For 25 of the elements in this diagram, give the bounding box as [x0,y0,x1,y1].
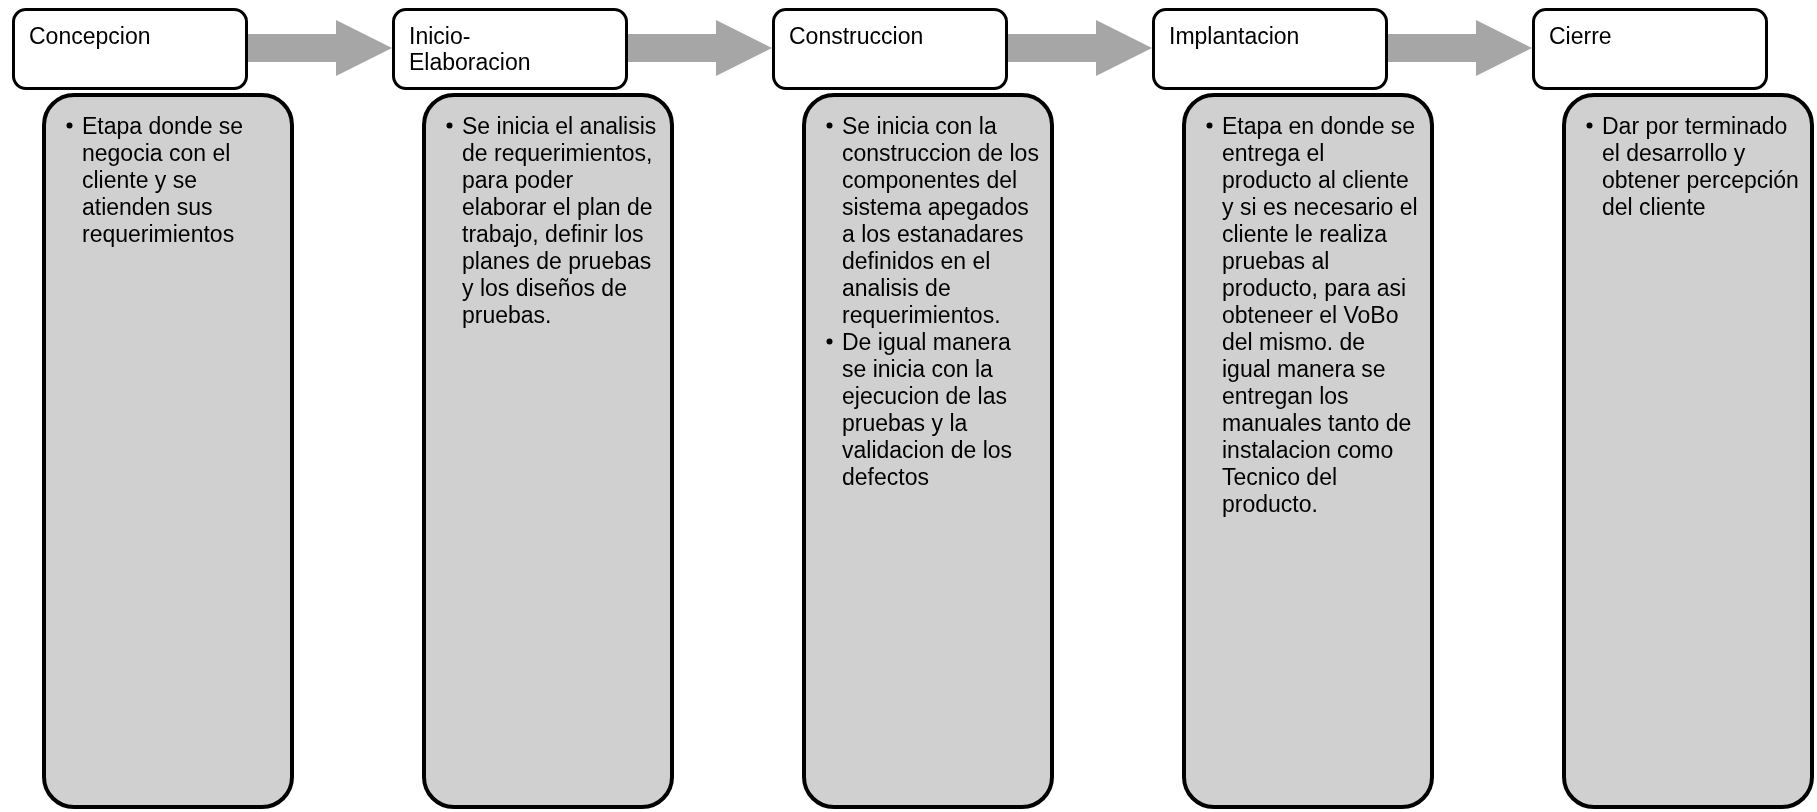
block-arrow [248,20,392,76]
stage-body-box [1562,93,1814,809]
bullet-text: Se inicia el analisis de requerimientos, para poder elaborar el plan de trabajo, definir los planes de pruebas y los diseños de pruebas. [462,113,657,328]
block-arrow [1388,20,1532,76]
block-arrow [1008,20,1152,76]
stage-header-box [12,8,248,90]
stage-title: Implantacion [1169,23,1301,49]
stage-header-box [1532,8,1768,90]
stage-header-box [772,8,1008,90]
block-arrow [628,20,772,76]
stage-title: Construccion [789,23,925,49]
stage-header-box [392,8,628,90]
stage-title: Inicio-Elaboracion [409,23,532,75]
bullet-text: Se inicia con la construccion de los componentes del sistema apegados a los estanadares definidos en el analisis de requerimientos. [842,113,1039,328]
stage-title: Cierre [1549,23,1613,49]
stage-body-box [42,93,294,809]
stage-body-box [422,93,674,809]
stage-body-box [802,93,1054,809]
stage-body-box [1182,93,1434,809]
bullet-text: Etapa donde se negocia con el cliente y se atienden sus requerimientos [82,113,244,247]
stage-title: Concepcion [29,23,152,49]
bullet-text: Dar por terminado el desarrollo y obtener percepción del cliente [1602,113,1799,220]
bullet-text: Etapa en donde se entrega el producto al cliente y si es necesario el cliente le realiza pruebas al producto, para asi obteneer el VoBo del mismo. de igual manera se entregan los manuales tanto de instalacion como Tecnico del producto. [1222,113,1418,517]
stage-header-box [1152,8,1388,90]
bullet-text: De igual manera se inicia con la ejecucion de las pruebas y la validacion de los defectos [842,329,1013,490]
